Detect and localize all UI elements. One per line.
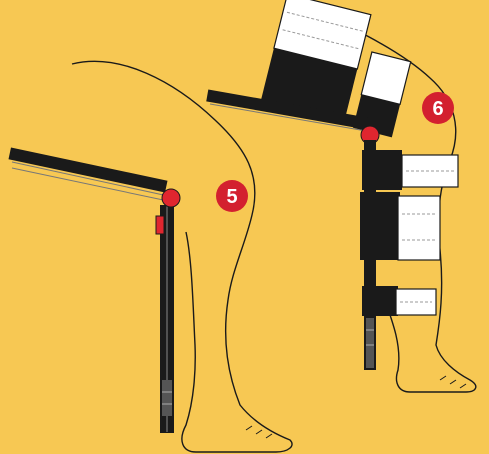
calf-strap-1 bbox=[362, 150, 459, 190]
step-6-figure bbox=[206, 0, 477, 393]
thigh-pad-lower bbox=[360, 51, 412, 106]
upper-strut-6 bbox=[206, 89, 376, 133]
step-5-number: 5 bbox=[226, 186, 237, 208]
lower-strut-5 bbox=[160, 205, 174, 433]
leg-6-outline bbox=[295, 3, 477, 393]
step-5-badge: 5 bbox=[216, 180, 248, 212]
step-6-number: 6 bbox=[432, 98, 443, 120]
toes-5 bbox=[245, 425, 273, 439]
toes-6 bbox=[439, 375, 467, 389]
calf-strap-2 bbox=[360, 192, 441, 261]
step-5-figure bbox=[8, 60, 293, 453]
step-6-badge: 6 bbox=[422, 92, 454, 124]
hinge-5 bbox=[161, 188, 181, 208]
upper-strut-5 bbox=[8, 147, 169, 202]
leg-5-outline bbox=[71, 60, 293, 453]
calf-strap-3 bbox=[362, 286, 437, 316]
thigh-straps-6 bbox=[259, 0, 412, 138]
hinge-lock-5 bbox=[155, 215, 165, 235]
